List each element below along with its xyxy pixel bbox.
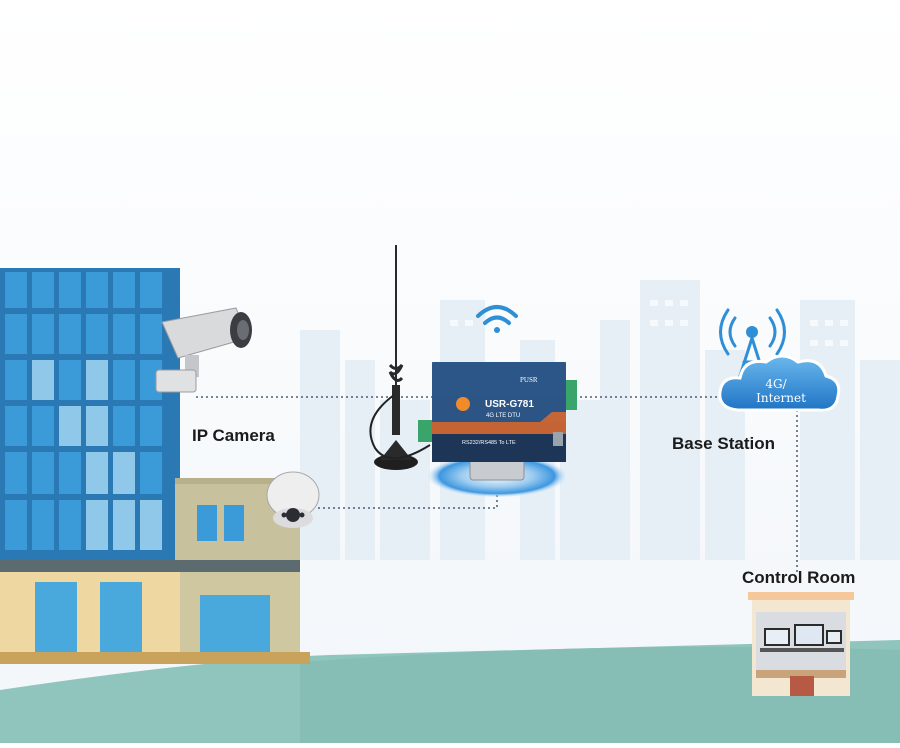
cloud-icon [718, 354, 841, 412]
cloud-line2: Internet [756, 391, 806, 405]
base-station-label: Base Station [672, 434, 775, 453]
office-building [0, 268, 310, 664]
cloud-line1: 4G/ [765, 377, 787, 391]
device-model: USR-G781 [485, 399, 534, 410]
wifi-icon [476, 305, 518, 333]
ip-camera-label: IP Camera [192, 426, 275, 445]
bullet-camera-icon [155, 307, 252, 393]
device-interface: RS232/RS485 To LTE [462, 440, 516, 446]
device-subtitle: 4G LTE DTU [486, 413, 520, 419]
device-brand: PUSR [520, 376, 538, 384]
dtu-device [418, 362, 577, 481]
ground-front [300, 646, 900, 743]
skyline-windows [450, 300, 848, 346]
control-room-label: Control Room [742, 568, 856, 587]
antenna-icon [369, 245, 431, 470]
monitor-icon [760, 624, 844, 652]
dome-camera-icon [266, 471, 320, 528]
